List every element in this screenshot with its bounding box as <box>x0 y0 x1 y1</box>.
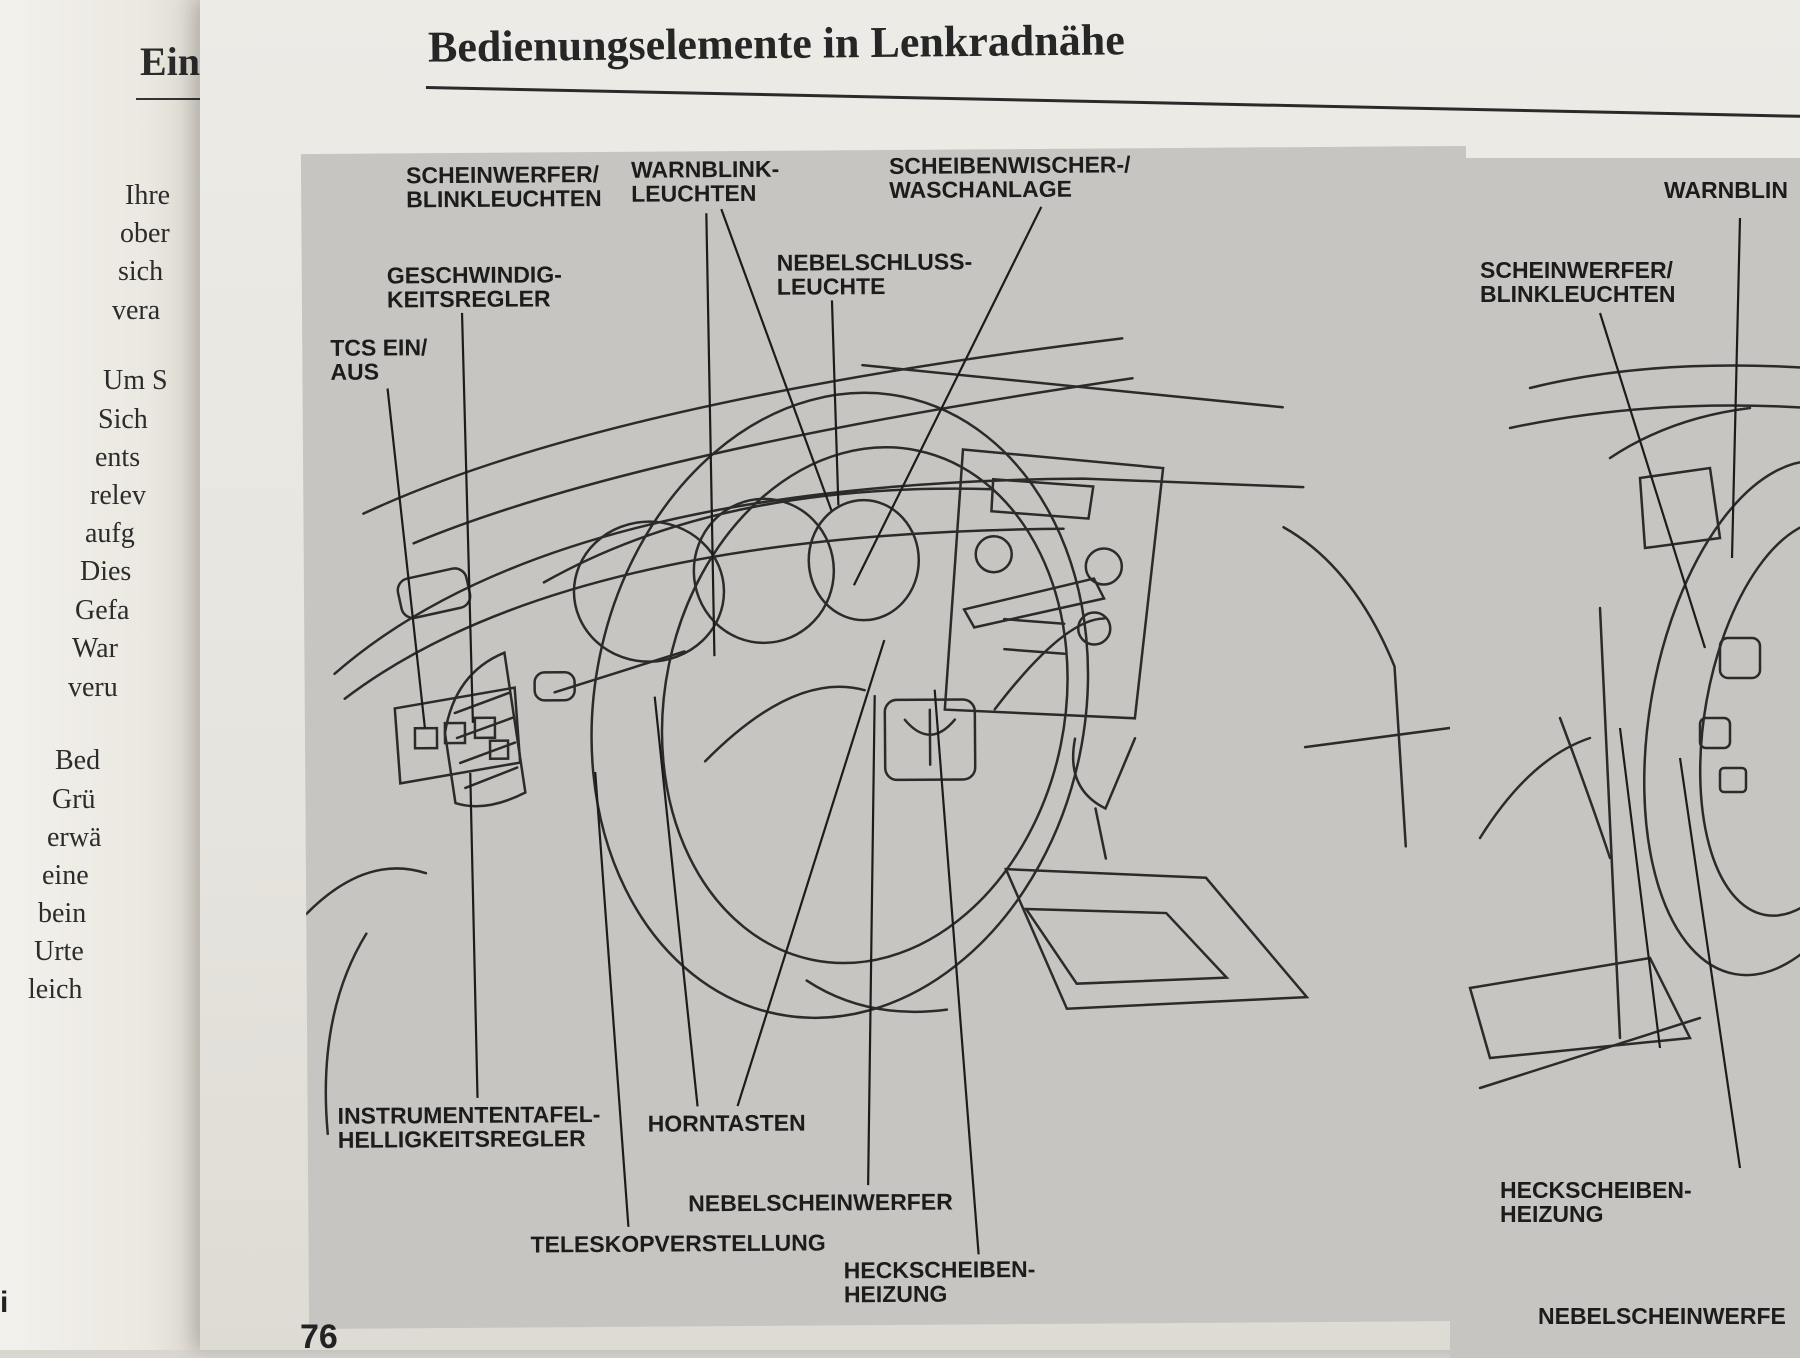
leader-line <box>720 208 833 511</box>
label-nebelscheinwerfer: NEBELSCHEINWERFER <box>688 1188 953 1217</box>
left-page-line: War <box>72 633 118 664</box>
left-page-line: Dies <box>80 556 132 587</box>
page-number: 76 <box>300 1318 338 1356</box>
label-nebelschlussleuchte: NEBELSCHLUSS- LEUCHTE <box>776 248 973 300</box>
label-warnblinkleuchten: WARNBLINK- LEUCHTEN <box>630 155 780 207</box>
left-page-heading: Ein <box>140 39 201 84</box>
left-page-line: ober <box>120 218 170 249</box>
left-page-line: veru <box>68 672 118 703</box>
left-page-line: eine <box>42 860 89 891</box>
label-geschwindigkeitsregler: GESCHWINDIG- KEITSREGLER <box>386 261 562 313</box>
left-page-line: Um S <box>103 365 168 396</box>
leader-line <box>705 213 716 657</box>
left-page: Ein Ihre ober sich vera Um S Sich ents relev auf… <box>0 0 210 1350</box>
leader-lines <box>386 206 1043 1255</box>
label-warnblink-secondary: WARNBLIN <box>1664 177 1788 203</box>
left-page-line: Bed <box>55 745 101 776</box>
left-page-line: ents <box>95 442 141 473</box>
left-page-line: relev <box>90 480 146 511</box>
label-tcs-ein-aus: TCS EIN/ AUS <box>330 334 428 385</box>
left-page-footer: i <box>0 1286 9 1319</box>
label-nebelscheinwerfer-secondary: NEBELSCHEINWERFE <box>1538 1303 1786 1329</box>
left-page-line: erwä <box>47 822 102 853</box>
left-page-line: Grü <box>52 784 96 815</box>
left-page-line: aufg <box>85 518 135 549</box>
label-heckscheibenheizung: HECKSCHEIBEN- HEIZUNG <box>843 1255 1036 1308</box>
left-page-line: Sich <box>98 404 148 435</box>
left-page-line: Ihre <box>125 180 171 211</box>
title-rule <box>425 86 1800 118</box>
page-title: Bedienungselemente in Lenkradnähe <box>427 15 1125 72</box>
label-teleskopverstellung: TELESKOPVERSTELLUNG <box>530 1229 826 1258</box>
left-page-line: sich <box>118 256 164 287</box>
left-page-line: vera <box>112 295 161 326</box>
leader-line <box>653 696 699 1107</box>
dashboard-illustration-secondary <box>1468 217 1800 1169</box>
steering-controls-diagram: SCHEINWERFER/ BLINKLEUCHTEN WARNBLINK- L… <box>300 145 1475 1330</box>
label-instrumententafel-helligkeitsregler: INSTRUMENTENTAFEL- HELLIGKEITSREGLER <box>337 1101 601 1153</box>
steering-controls-diagram-secondary: WARNBLIN SCHEINWERFER/ BLINKLEUCHTEN HEC… <box>1450 158 1800 1358</box>
leader-line <box>386 388 427 729</box>
left-page-line: Urte <box>34 936 84 967</box>
leader-line <box>469 772 479 1098</box>
leader-line <box>736 639 886 1107</box>
left-page-line: Gefa <box>75 595 130 626</box>
leader-line <box>852 206 1043 586</box>
left-page-line: bein <box>38 898 87 929</box>
left-heading-rule <box>136 98 206 100</box>
leader-line <box>460 312 474 723</box>
label-scheinwerfer-secondary: SCHEINWERFER/ BLINKLEUCHTEN <box>1480 257 1676 307</box>
dashboard-illustration <box>304 206 1467 1255</box>
label-horntasten: HORNTASTEN <box>647 1109 806 1137</box>
label-scheibenwischer-waschanlage: SCHEIBENWISCHER-/ WASCHANLAGE <box>888 151 1131 203</box>
label-scheinwerfer-blinkleuchten: SCHEINWERFER/ BLINKLEUCHTEN <box>405 161 602 213</box>
label-heckscheibe-secondary: HECKSCHEIBEN- HEIZUNG <box>1500 1177 1692 1227</box>
main-page: Bedienungselemente in Lenkradnähe <box>200 0 1800 1358</box>
leader-line <box>830 300 840 506</box>
leader-line <box>594 771 630 1227</box>
leader-line <box>933 689 980 1255</box>
left-page-line: leich <box>28 974 83 1005</box>
leader-line <box>867 695 876 1186</box>
